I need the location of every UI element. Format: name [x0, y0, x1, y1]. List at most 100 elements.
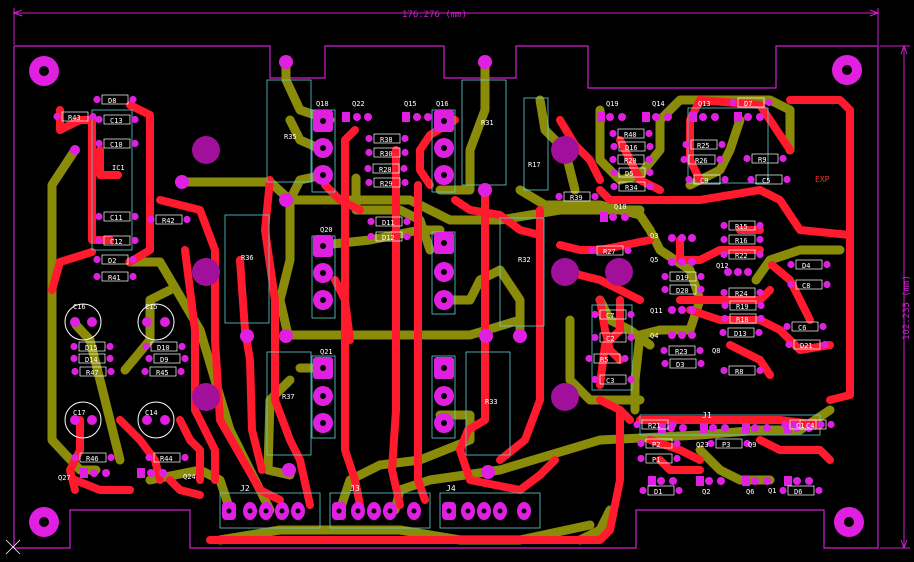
footprint-r25: [690, 139, 718, 150]
pad-r40-2: [645, 129, 653, 138]
pad-r15-2: [756, 221, 764, 230]
footprint-d5: [618, 167, 646, 178]
silk-label-c16: C16: [73, 303, 86, 311]
pad-r39-1: [555, 192, 563, 201]
silk-label-r21: R21: [648, 422, 661, 430]
silk-label-q1: Q1: [768, 487, 776, 495]
pad-r8-1: [720, 366, 728, 375]
footprint-d2: [101, 254, 129, 265]
silk-label-r9: R9: [758, 156, 766, 164]
pad-d21-2: [821, 340, 829, 349]
silk-label-j4: J4: [446, 484, 456, 493]
footprint-r8: [728, 365, 756, 376]
power-pads: [192, 136, 633, 411]
pad-c9-2: [721, 175, 729, 184]
silk-label-j3: J3: [350, 484, 360, 493]
silk-label-r18: R18: [736, 316, 749, 324]
mounting-hole-centers: [39, 65, 854, 527]
pad-d2-1: [93, 255, 101, 264]
silk-label-q16: Q16: [436, 100, 449, 108]
pad-r47-2: [107, 367, 115, 376]
silk-label-d3: D3: [676, 361, 684, 369]
pad-p1-1: [637, 454, 645, 463]
silk-label-c13: C13: [110, 117, 123, 125]
pad-c1-2: [817, 420, 825, 429]
pad-c5-1: [747, 175, 755, 184]
footprint-c3: [599, 374, 627, 385]
pad-r38-2: [401, 134, 409, 143]
pad-c12-2: [131, 236, 139, 245]
pad-c10-1: [95, 139, 103, 148]
silk-label-j2: J2: [240, 484, 250, 493]
pad-d12-2: [403, 232, 411, 241]
pad-r46-2: [107, 453, 115, 462]
pad-c3-1: [591, 375, 599, 384]
pad-r27-1: [588, 246, 596, 255]
silk-label-d10: D10: [157, 344, 170, 352]
electrolytic-capacitor-pads: [70, 317, 170, 425]
footprint-r24: [728, 287, 756, 298]
silk-label-c12: C12: [110, 238, 123, 246]
silk-label-d9: D9: [160, 356, 168, 364]
pad-d10-1: [142, 342, 150, 351]
footprint-r23: [668, 345, 696, 356]
pad-r18-1: [721, 314, 729, 323]
pad-d7-2: [765, 98, 773, 107]
silk-label-r35: R35: [284, 133, 297, 141]
silk-label-q15: Q15: [404, 100, 417, 108]
pad-r18-2: [757, 314, 765, 323]
pad-d19-1: [661, 272, 669, 281]
large-vias: [70, 55, 527, 479]
pad-d8-1: [93, 95, 101, 104]
silk-label-r15: R15: [735, 223, 748, 231]
footprint-c10: [103, 138, 131, 149]
pad-d11-2: [403, 217, 411, 226]
footprint-d21: [793, 339, 821, 350]
footprint-r45: [149, 366, 177, 377]
footprint-r43: [61, 111, 89, 122]
silk-label-q21: Q21: [320, 348, 333, 356]
pad-r42-2: [183, 215, 191, 224]
pad-c11-1: [95, 212, 103, 221]
pad-d3-2: [697, 359, 705, 368]
silk-label-r43: R43: [68, 114, 81, 122]
footprint-d1: [647, 485, 675, 496]
silk-label-q2: Q2: [702, 488, 710, 496]
pad-d11-1: [367, 217, 375, 226]
pad-d4-1: [787, 260, 795, 269]
silk-label-r8: R8: [735, 368, 743, 376]
silk-label-q22: Q22: [352, 100, 365, 108]
footprint-c8: [795, 279, 823, 290]
silk-label-d11: D11: [382, 219, 395, 227]
electrolytic-capacitors: [64, 303, 175, 439]
footprint-c4: [799, 419, 827, 430]
footprint-r44: [153, 452, 181, 463]
silk-label-d12: D12: [382, 234, 395, 242]
pad-r25-1: [682, 140, 690, 149]
footprint-d12: [375, 231, 403, 242]
pad-r34-1: [610, 182, 618, 191]
pad-d3-1: [661, 359, 669, 368]
pad-r25-2: [718, 140, 726, 149]
pad-r19-2: [757, 301, 765, 310]
pad-c4-2: [827, 420, 835, 429]
pad-r38-1: [365, 134, 373, 143]
silk-label-d1: D1: [654, 488, 662, 496]
footprint-r20: [617, 154, 645, 165]
silk-label-r19: R19: [736, 303, 749, 311]
pad-r44-1: [145, 453, 153, 462]
pad-r20-1: [609, 155, 617, 164]
width-dimension-label: 176.276 (mm): [402, 10, 467, 20]
silk-label-q13: Q13: [698, 100, 711, 108]
silk-label-r47: R47: [86, 369, 99, 377]
pad-d12-1: [367, 232, 375, 241]
board-outline: [13, 45, 879, 549]
pad-r27-2: [624, 246, 632, 255]
silk-label-d16: D16: [625, 144, 638, 152]
small-transistor-pads: [80, 112, 813, 486]
pad-r19-1: [721, 301, 729, 310]
footprint-r9: [751, 153, 779, 164]
pad-d19-2: [697, 272, 705, 281]
silk-label-r32: R32: [518, 256, 531, 264]
